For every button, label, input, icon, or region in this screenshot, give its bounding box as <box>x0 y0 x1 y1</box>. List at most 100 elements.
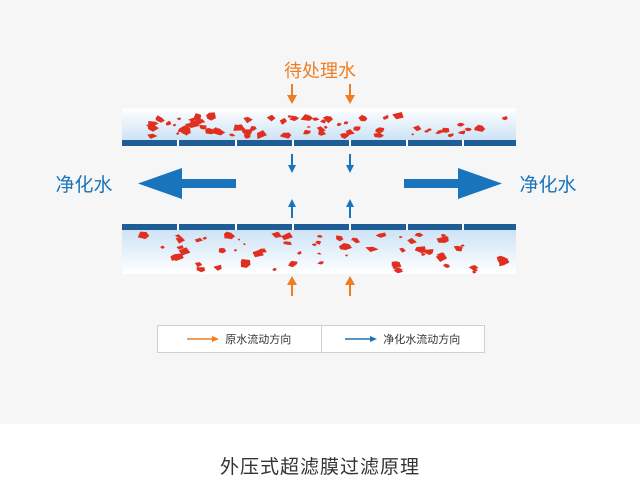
contaminant-particle <box>365 246 379 252</box>
contaminant-particle <box>353 126 361 131</box>
contaminant-particle <box>322 116 333 124</box>
contaminant-particle <box>296 251 302 255</box>
contaminant-particle <box>424 130 429 133</box>
contaminant-particle <box>474 124 486 132</box>
lower-membrane <box>122 224 516 230</box>
contaminant-particle <box>315 240 321 245</box>
contaminant-particle <box>289 115 300 122</box>
diagram-panel: 待处理水 <box>55 61 577 353</box>
upper-raw-water-layer <box>122 108 516 140</box>
contaminant-particle <box>184 132 189 136</box>
contaminant-particle <box>414 246 426 254</box>
contaminant-particle <box>281 232 293 241</box>
contaminant-particle <box>237 238 241 241</box>
contaminant-particle <box>317 261 324 265</box>
contaminant-particle <box>218 247 227 254</box>
contaminant-particle <box>311 243 317 247</box>
contaminant-particle <box>411 240 417 243</box>
contaminant-particle <box>343 121 349 125</box>
contaminant-particle <box>242 129 253 137</box>
contaminant-particle <box>306 126 311 128</box>
contaminant-particle <box>291 262 297 265</box>
contaminant-particle <box>399 236 403 239</box>
contaminant-particle <box>266 114 276 122</box>
contaminant-particle <box>435 253 448 262</box>
contaminant-particle <box>175 237 186 244</box>
contaminant-particle <box>279 132 292 139</box>
contaminant-particle <box>303 129 311 135</box>
contaminant-particle <box>460 244 465 247</box>
upper-membrane <box>122 140 516 146</box>
contaminant-particle <box>202 236 207 240</box>
contaminant-particle <box>188 117 197 122</box>
contaminant-particle <box>233 124 247 131</box>
contaminant-particle <box>316 126 326 132</box>
contaminant-particle <box>421 253 426 256</box>
contaminant-particle <box>443 263 451 268</box>
contaminant-particle <box>243 116 253 124</box>
clean-water-outflow-arrow-right <box>404 168 502 199</box>
legend-item-raw: 原水流动方向 <box>158 326 321 352</box>
contaminant-particle <box>197 119 206 123</box>
contaminant-particle <box>353 237 361 244</box>
figure-caption: 外压式超滤膜过滤原理 <box>219 456 420 478</box>
contaminant-particle <box>240 259 251 268</box>
contaminant-particle <box>436 252 444 257</box>
permeate-arrow-down-right <box>346 154 354 173</box>
contaminant-particle <box>320 119 326 124</box>
contaminant-particle <box>206 112 216 121</box>
contaminant-particle <box>199 124 207 130</box>
contaminant-particle <box>224 236 228 239</box>
contaminant-particle <box>393 268 404 274</box>
contaminant-particle <box>453 245 463 252</box>
raw-inflow-arrow-bottom-left <box>287 276 297 296</box>
contaminant-particle <box>311 117 320 121</box>
contaminant-particle <box>498 259 509 265</box>
contaminant-particle <box>468 265 479 270</box>
contaminant-particle <box>160 245 165 249</box>
contaminant-particle <box>318 128 327 136</box>
contaminant-particle <box>382 114 389 120</box>
contaminant-particle <box>391 261 398 265</box>
raw-inflow-arrow-bottom-right <box>345 276 355 296</box>
contaminant-particle <box>457 122 465 127</box>
contaminant-particle <box>194 237 204 243</box>
contaminant-particle <box>170 253 184 261</box>
contaminant-particle <box>196 267 206 273</box>
contaminant-particle <box>137 231 150 240</box>
contaminant-particle <box>392 112 404 120</box>
contaminant-particle <box>435 129 442 134</box>
contaminant-particle <box>373 133 384 138</box>
contaminant-particle <box>441 234 447 238</box>
legend-clean-label: 净化水流动方向 <box>383 333 461 346</box>
raw-inflow-arrow-top-left <box>287 84 297 104</box>
upper-particles <box>145 112 508 140</box>
contaminant-particle <box>194 262 203 268</box>
contaminant-particle <box>176 245 184 250</box>
permeate-arrow-up-left <box>288 199 296 218</box>
contaminant-particle <box>447 133 454 138</box>
contaminant-particle <box>471 268 478 272</box>
contaminant-particle <box>323 125 328 129</box>
contaminant-particle <box>458 130 466 135</box>
contaminant-particle <box>242 243 246 246</box>
contaminant-particle <box>445 235 448 239</box>
contaminant-particle <box>181 127 191 135</box>
contaminant-particle <box>472 270 477 274</box>
contaminant-particle <box>399 247 406 253</box>
contaminant-particle <box>464 127 472 132</box>
contaminant-particle <box>411 133 414 136</box>
permeate-arrow-down-left <box>288 154 296 173</box>
contaminant-particle <box>279 117 287 125</box>
clean-water-label-left: 净化水 <box>55 174 112 196</box>
blue-arrow-icon <box>345 336 378 342</box>
contaminant-particle <box>172 123 177 127</box>
clean-water-label-right: 净化水 <box>519 174 576 196</box>
contaminant-particle <box>436 236 449 243</box>
contaminant-particle <box>178 247 191 256</box>
contaminant-particle <box>358 114 368 122</box>
contaminant-particle <box>165 120 172 126</box>
contaminant-particle <box>424 249 434 255</box>
contaminant-particle <box>174 234 183 238</box>
contaminant-particle <box>229 133 236 137</box>
